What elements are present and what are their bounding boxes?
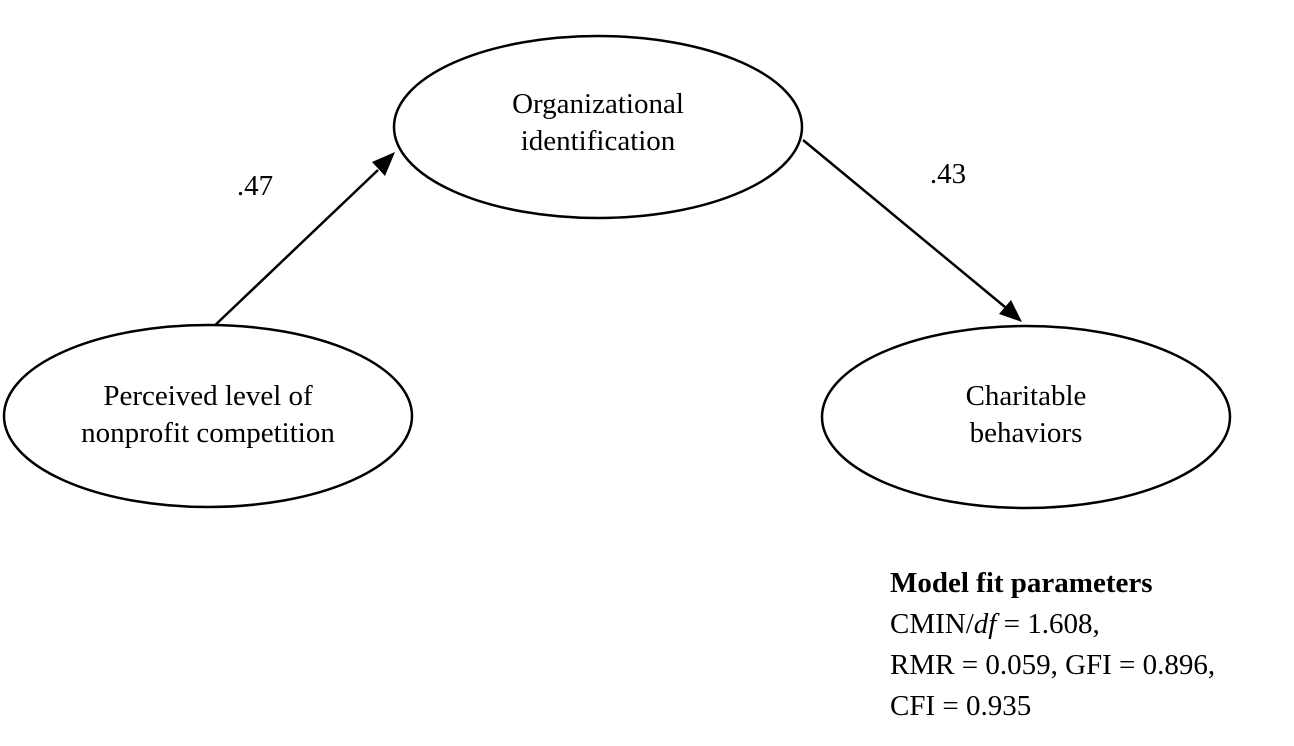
node-label-line1: Charitable bbox=[966, 380, 1087, 412]
node-ellipse bbox=[2, 323, 414, 509]
node-charitable-behaviors: Charitable behaviors bbox=[820, 324, 1232, 510]
node-label-line2: identification bbox=[521, 125, 676, 157]
path-identification-to-charitable bbox=[802, 139, 1022, 322]
node-label-line2: behaviors bbox=[970, 417, 1083, 449]
model-fit-cmin: CMIN/df = 1.608, bbox=[890, 604, 1290, 645]
node-organizational-identification: Organizational identification bbox=[392, 34, 804, 220]
cmin-prefix: CMIN/ bbox=[890, 608, 974, 640]
coefficient-competition-identification: .47 bbox=[237, 170, 273, 202]
model-fit-rmr-gfi: RMR = 0.059, GFI = 0.896, bbox=[890, 649, 1216, 681]
path-competition-to-identification bbox=[209, 152, 395, 331]
node-label-line1: Perceived level of bbox=[103, 380, 313, 412]
model-fit-title: Model fit parameters bbox=[890, 567, 1153, 599]
arrowhead-icon bbox=[999, 300, 1022, 322]
arrowhead-icon bbox=[372, 152, 395, 176]
node-label-line2: nonprofit competition bbox=[81, 417, 335, 449]
node-label-line1: Organizational bbox=[512, 88, 684, 120]
node-perceived-competition: Perceived level of nonprofit competition bbox=[2, 323, 414, 509]
cmin-df: df bbox=[973, 608, 997, 640]
cmin-value: = 1.608, bbox=[996, 608, 1100, 640]
node-ellipse bbox=[392, 34, 804, 220]
coefficient-identification-charitable: .43 bbox=[930, 158, 966, 190]
node-ellipse bbox=[820, 324, 1232, 510]
model-fit-cfi: CFI = 0.935 bbox=[890, 690, 1032, 722]
model-fit-panel: Model fit parameters CMIN/df = 1.608, RM… bbox=[890, 563, 1290, 727]
